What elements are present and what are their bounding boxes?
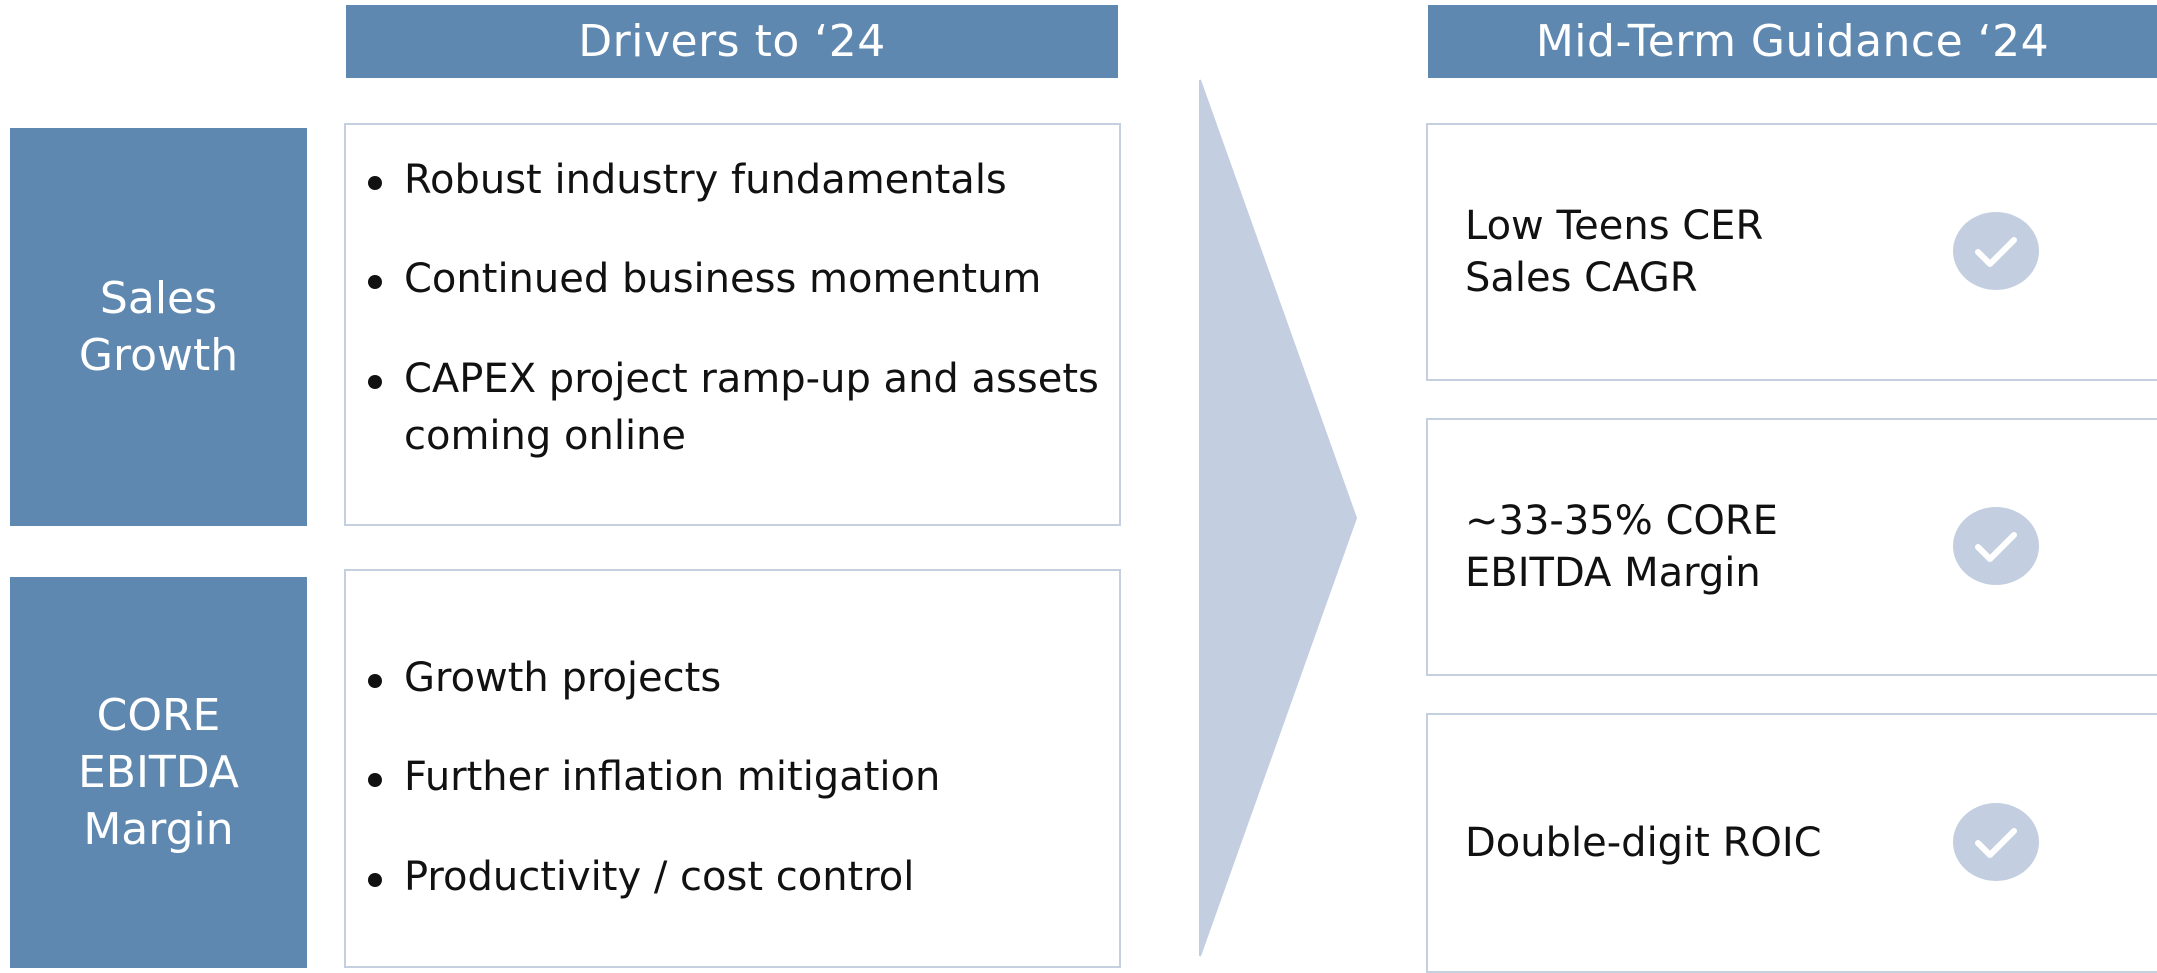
core-ebitda-margin-label: CORE EBITDA Margin bbox=[10, 577, 307, 968]
bullet-dot-icon bbox=[368, 275, 382, 289]
driver-text: Growth projects bbox=[404, 655, 722, 701]
right-arrow-icon bbox=[1199, 79, 1358, 957]
guidance-box-roic: Double-digit ROIC bbox=[1426, 713, 2157, 973]
driver-bullet-item: Growth projects bbox=[368, 650, 1099, 707]
driver-bullet-item: Continued business momentum bbox=[368, 251, 1099, 308]
driver-bullet-item: CAPEX project ramp-up and assets coming … bbox=[368, 351, 1099, 465]
bullet-dot-icon bbox=[368, 873, 382, 887]
driver-text: Productivity / cost control bbox=[404, 854, 915, 900]
guidance-text: Low Teens CER Sales CAGR bbox=[1465, 203, 1764, 301]
driver-text: Continued business momentum bbox=[404, 256, 1042, 302]
bullet-dot-icon bbox=[368, 375, 382, 389]
checkmark-icon bbox=[1953, 507, 2039, 585]
driver-bullet-item: Further inflation mitigation bbox=[368, 749, 1099, 806]
driver-text: Further inflation mitigation bbox=[404, 754, 941, 800]
driver-text: CAPEX project ramp-up and assets coming … bbox=[404, 356, 1099, 459]
guidance-box-ebitda: ~33-35% CORE EBITDA Margin bbox=[1426, 418, 2157, 676]
bullet-dot-icon bbox=[368, 773, 382, 787]
driver-text: Robust industry fundamentals bbox=[404, 157, 1007, 203]
bullet-dot-icon bbox=[368, 176, 382, 190]
driver-bullet-item: Robust industry fundamentals bbox=[368, 152, 1099, 209]
guidance-text: Double-digit ROIC bbox=[1465, 820, 1822, 866]
guidance-text: ~33-35% CORE EBITDA Margin bbox=[1465, 498, 1778, 596]
sales-growth-label: Sales Growth bbox=[10, 128, 307, 526]
checkmark-icon bbox=[1953, 212, 2039, 290]
guidance-box-sales: Low Teens CER Sales CAGR bbox=[1426, 123, 2157, 381]
bullet-dot-icon bbox=[368, 674, 382, 688]
guidance-header: Mid-Term Guidance ‘24 bbox=[1428, 5, 2157, 78]
driver-bullet-item: Productivity / cost control bbox=[368, 849, 1099, 906]
checkmark-icon bbox=[1953, 803, 2039, 881]
arrow-shape bbox=[1199, 79, 1358, 957]
drivers-header: Drivers to ‘24 bbox=[346, 5, 1118, 78]
